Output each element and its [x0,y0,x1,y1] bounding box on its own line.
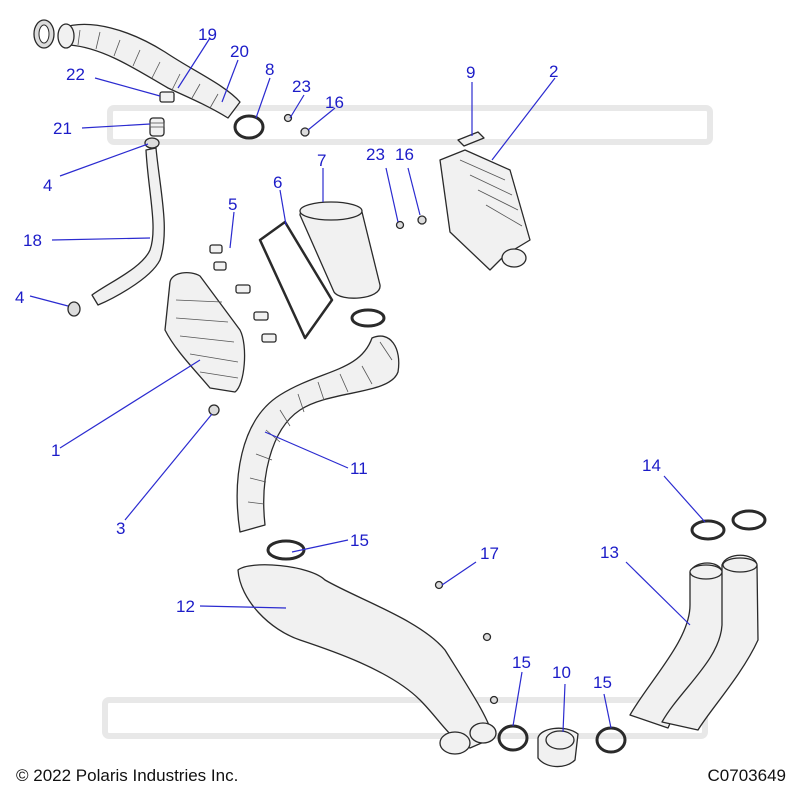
callout-5: 5 [228,195,237,214]
callout-12: 12 [176,597,195,616]
pad-part-9 [457,131,485,147]
clamp-part-15-lower-right [595,726,627,754]
callout-7: 7 [317,151,326,170]
clamp-part-14-left [690,519,726,541]
callout-23-upper: 23 [292,77,311,96]
callout-3: 3 [116,519,125,538]
plug-part-3 [208,404,220,416]
callout-10: 10 [552,663,571,682]
callout-15-upper: 15 [350,531,369,550]
clamp-top-left [33,19,55,49]
callout-8: 8 [265,60,274,79]
nut-part-16-lower [417,215,427,225]
callout-1: 1 [51,441,60,460]
clamp-part-14-right [731,509,767,531]
duct-part-12 [237,564,497,755]
callouts: 19 20 8 22 21 4 18 4 23 16 9 2 23 16 7 6… [15,25,661,692]
coupler-part-10 [537,727,579,768]
clamp-part-8 [233,114,265,140]
hose-part-18 [91,147,165,306]
bolt-part-17 [434,580,499,705]
fitting-part-21 [149,117,165,137]
callout-15-right: 15 [593,673,612,692]
filter-part-7 [299,201,381,299]
callout-17: 17 [480,544,499,563]
callout-21: 21 [53,119,72,138]
callout-2: 2 [549,62,558,81]
callout-15-left: 15 [512,653,531,672]
brackets-part-5 [209,244,277,343]
callout-22: 22 [66,65,85,84]
callout-18: 18 [23,231,42,250]
callout-13: 13 [600,543,619,562]
outlet-part-13 [629,554,759,731]
callout-11: 11 [350,459,368,478]
bolt-part-23-upper [283,113,293,123]
diagram-code: C0703649 [707,766,786,785]
callout-6: 6 [273,173,282,192]
clamp-filter-outlet [350,308,386,328]
callout-4-lower: 4 [15,288,24,307]
callout-9: 9 [466,63,475,82]
airbox-part-1 [164,271,246,393]
fitting-part-22 [159,91,175,103]
watermark-bottom [102,697,708,739]
intake-duct-upper [57,23,241,119]
nut-part-16-upper [300,127,310,137]
callout-23-lower: 23 [366,145,385,164]
callout-14: 14 [642,456,661,475]
clamp-part-4-upper [144,137,160,149]
gasket-part-6 [258,220,334,340]
callout-4-upper: 4 [43,176,52,195]
callout-16-lower: 16 [395,145,414,164]
clamp-part-4-lower [67,301,81,317]
duct-part-11 [236,335,400,533]
callout-19: 19 [198,25,217,44]
copyright-text: © 2022 Polaris Industries Inc. [16,766,239,785]
housing-part-2 [439,149,531,271]
leader-lines [29,37,706,733]
bolt-part-23-lower [395,220,405,230]
watermark-top [107,105,713,145]
callout-20: 20 [230,42,249,61]
callout-16-upper: 16 [325,93,344,112]
